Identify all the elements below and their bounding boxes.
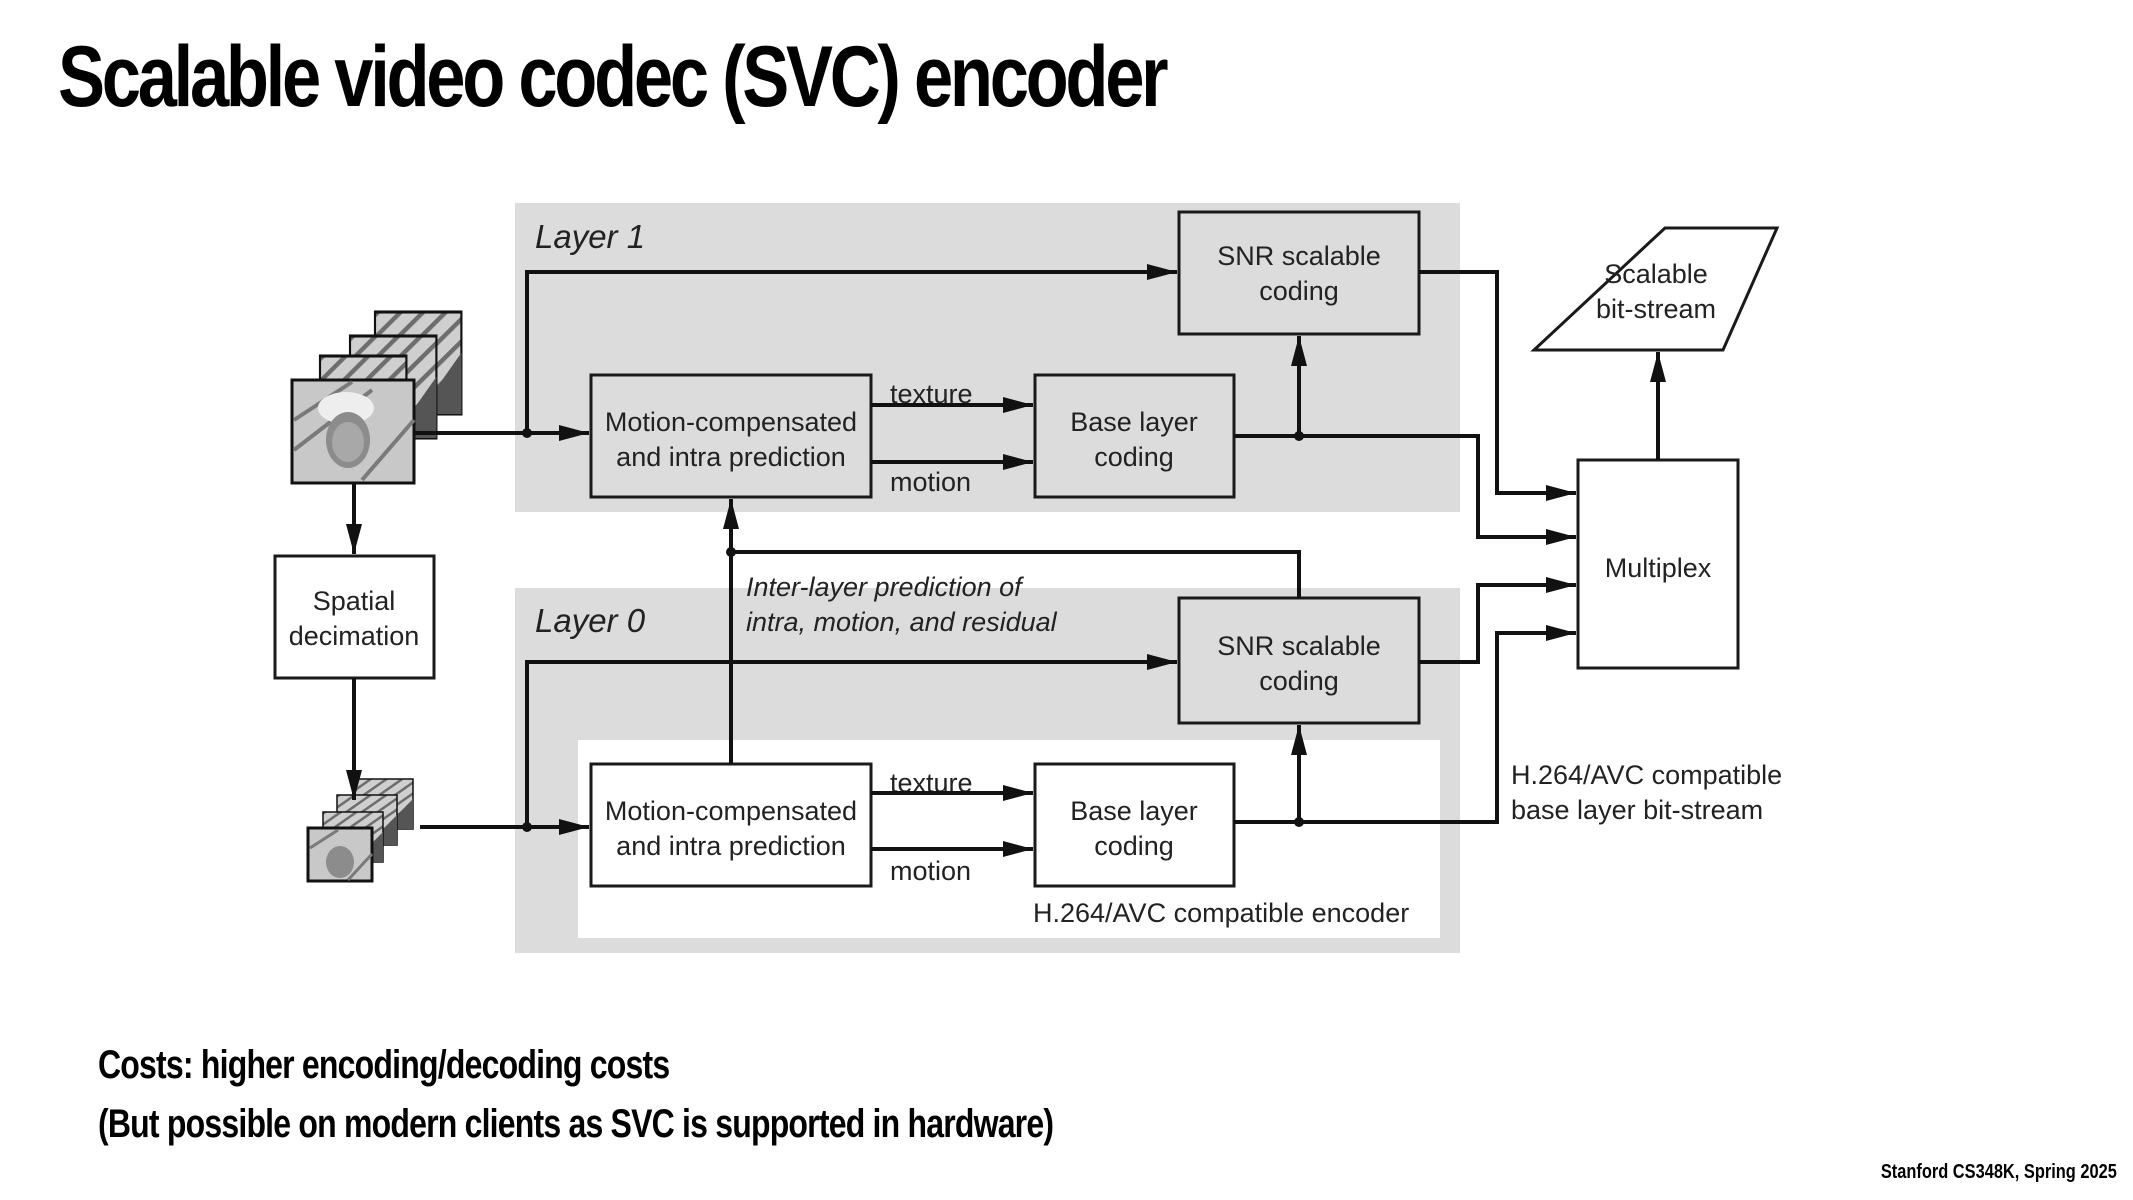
connector-layer1-base-out <box>1234 434 1576 545</box>
layer1-base-text-2: coding <box>1094 442 1174 472</box>
junction-dot <box>522 822 532 832</box>
h264-encoder-label: H.264/AVC compatible encoder <box>1033 898 1409 928</box>
layer1-snr-text-1: SNR scalable <box>1217 241 1381 271</box>
spatial-decimation-box <box>273 554 436 680</box>
layer1-motion-compensation-box <box>589 373 873 499</box>
multiplex-box <box>1576 458 1740 670</box>
spatial-decimation-text-1: Spatial <box>313 586 396 616</box>
connector-layer0-base-out <box>1234 625 1576 824</box>
decimated-frames-icon <box>306 778 414 883</box>
inter-layer-label-1: Inter-layer prediction of <box>746 572 1024 602</box>
scalable-bitstream-text-2: bit-stream <box>1596 294 1716 324</box>
layer0-snr-text-1: SNR scalable <box>1217 631 1381 661</box>
layer1-motion-label: motion <box>890 467 971 497</box>
layer0-motion-text-1: Motion-compensated <box>605 796 857 826</box>
layer0-base-layer-coding-box <box>1033 762 1236 888</box>
layer1-motion-text-2: and intra prediction <box>616 442 846 472</box>
layer1-label: Layer 1 <box>535 218 645 255</box>
hardware-note: (But possible on modern clients as SVC i… <box>98 1102 1054 1146</box>
layer0-snr-text-2: coding <box>1259 666 1339 696</box>
layer1-motion-text-1: Motion-compensated <box>605 407 857 437</box>
input-frames-icon <box>290 310 463 485</box>
junction-dot <box>726 547 736 557</box>
junction-dot <box>1294 817 1304 827</box>
course-footer: Stanford CS348K, Spring 2025 <box>1880 1161 2117 1183</box>
layer1-snr-text-2: coding <box>1259 276 1339 306</box>
connector-layer1-snr-out <box>1419 270 1576 501</box>
layer0-motion-text-2: and intra prediction <box>616 831 846 861</box>
junction-dot <box>522 428 532 438</box>
connector-inter-layer-from-snr <box>731 550 1301 598</box>
spatial-decimation-text-2: decimation <box>289 621 420 651</box>
layer0-base-text-2: coding <box>1094 831 1174 861</box>
connector-layer0-snr-out <box>1419 577 1576 664</box>
scalable-bitstream-text-1: Scalable <box>1604 259 1708 289</box>
costs-note: Costs: higher encoding/decoding costs <box>98 1043 670 1087</box>
connector-layer1-bypass-to-snr <box>525 264 1177 433</box>
base-stream-label-2: base layer bit-stream <box>1511 795 1763 825</box>
layer0-motion-compensation-box <box>589 762 873 888</box>
connector-layer0-bypass-to-snr <box>525 654 1177 827</box>
scalable-bitstream-box <box>1530 226 1780 352</box>
layer0-base-text-1: Base layer <box>1070 796 1198 826</box>
junction-dot <box>1294 431 1304 441</box>
base-stream-label-1: H.264/AVC compatible <box>1511 760 1782 790</box>
multiplex-text: Multiplex <box>1605 553 1712 583</box>
inter-layer-label-2: intra, motion, and residual <box>746 607 1058 637</box>
layer1-base-text-1: Base layer <box>1070 407 1198 437</box>
layer0-motion-label: motion <box>890 856 971 886</box>
slide-title: Scalable video codec (SVC) encoder <box>58 29 1169 125</box>
layer0-label: Layer 0 <box>535 602 646 639</box>
